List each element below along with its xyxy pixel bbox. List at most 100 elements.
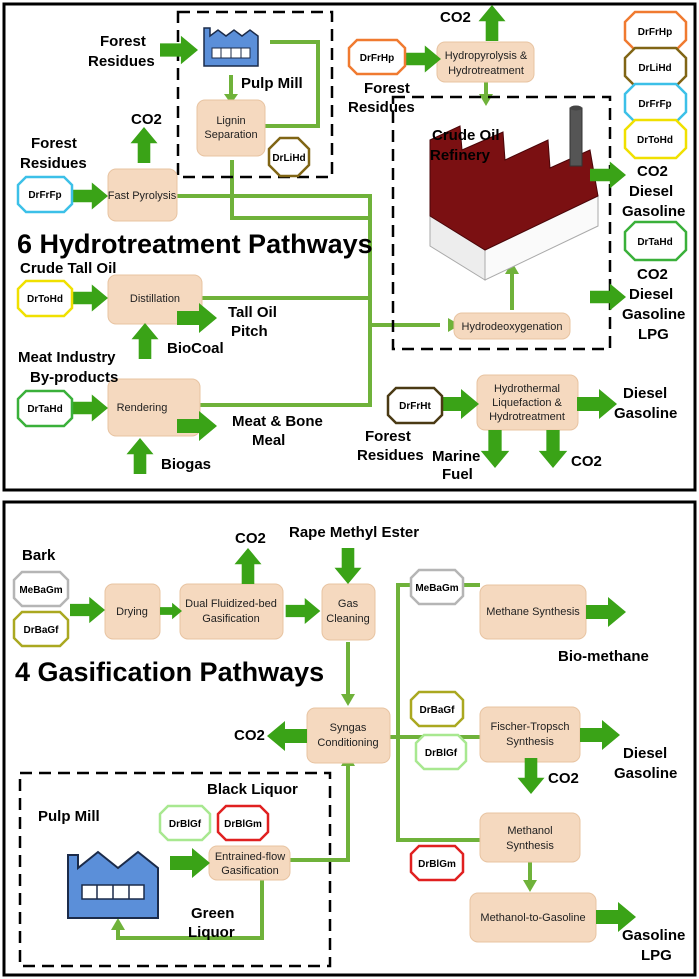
process-fischer-tropsch: Fischer-Tropsch Synthesis <box>479 706 581 763</box>
pulp-mill-dashed-box <box>176 10 334 179</box>
badge-drlihd: DrLiHd <box>267 136 311 178</box>
arrow-refinery-out-2 <box>590 283 626 311</box>
label-out2-diesel: Diesel <box>629 286 673 303</box>
label-out2-lpg: LPG <box>638 326 669 343</box>
arrow-dfb-to-cleaning <box>285 598 321 624</box>
hydro-title: 6 Hydrotreatment Pathways <box>17 229 373 259</box>
svg-text:DrToHd: DrToHd <box>27 294 63 305</box>
hydropyrolysis-line2: Hydrotreatment <box>448 65 524 77</box>
arrow-drtohd <box>72 284 108 312</box>
badge-drfrhp: DrFrHp <box>347 38 407 76</box>
arrow-htl-diesel <box>577 389 617 419</box>
label-pulp-mill-bottom: Pulp Mill <box>38 808 100 825</box>
label-gasoline: Gasoline <box>614 765 677 782</box>
arrow-drfrhp <box>405 45 441 73</box>
svg-text:DrFrFp: DrFrFp <box>638 99 671 110</box>
arrow-drtahd <box>72 394 108 422</box>
process-hydrodeoxygenation: Hydrodeoxygenation <box>453 312 571 340</box>
badge-mebagm-1: MeBaGm <box>12 570 70 608</box>
hydrotreatment-panel <box>2 2 697 492</box>
label-marine: Marine <box>432 448 480 465</box>
label-forest-residues-1: Forest <box>100 33 146 50</box>
label-pitch: Pitch <box>231 323 268 340</box>
svg-text:Synthesis: Synthesis <box>506 840 554 852</box>
process-lignin-separation: Lignin Separation <box>196 99 266 157</box>
arrow-syngas-co2 <box>267 721 307 751</box>
process-gas-cleaning: Gas Cleaning <box>321 583 376 641</box>
lignin-sep-line1: Lignin <box>216 115 245 127</box>
process-dfb-gasification: Dual Fluidized-bed Gasification <box>179 583 284 640</box>
arrowhead <box>111 918 125 930</box>
badge-drblgm-2: DrBlGm <box>409 844 465 882</box>
arrow-drfrfp <box>72 182 108 210</box>
pulp-mill-factory-icon-bottom <box>67 850 159 919</box>
svg-text:Dual Fluidized-bed: Dual Fluidized-bed <box>185 598 277 610</box>
label-forest-residues-4: Forest <box>365 428 411 445</box>
badge-drfrfp: DrFrFp <box>16 175 74 214</box>
label-lpg-mtg: LPG <box>641 947 672 964</box>
process-htl: Hydrothermal Liquefaction & Hydrotreatme… <box>476 374 579 431</box>
svg-text:Drying: Drying <box>116 606 148 618</box>
black-liquor-dashed-box <box>18 771 332 968</box>
arrowhead <box>224 94 238 104</box>
label-liquor: Liquor <box>188 924 235 941</box>
label-gasoline-mtg: Gasoline <box>622 927 685 944</box>
process-methanol-synthesis: Methanol Synthesis <box>479 812 581 863</box>
badge-drblgf-1: DrBlGf <box>158 804 212 842</box>
arrowhead <box>505 262 519 274</box>
badge-mebagm-2: MeBaGm <box>409 568 465 606</box>
arrow-biocoal <box>131 323 159 359</box>
badge-drtahd: DrTaHd <box>16 389 74 428</box>
label-tall-oil: Tall Oil <box>228 304 277 321</box>
arrow-drying-to-dfb <box>160 602 182 620</box>
gasification-panel <box>2 500 697 977</box>
svg-text:Gasification: Gasification <box>221 865 278 877</box>
svg-text:DrFrHt: DrFrHt <box>399 401 431 412</box>
arrow-htl-co2 <box>538 430 568 468</box>
refinery-dashed-box <box>391 95 612 351</box>
svg-text:DrBlGm: DrBlGm <box>418 859 456 870</box>
svg-text:Syngas: Syngas <box>330 722 367 734</box>
label-meat-industry: Meat Industry <box>18 349 116 366</box>
label-gasoline-htl: Gasoline <box>614 405 677 422</box>
svg-text:Methanol-to-Gasoline: Methanol-to-Gasoline <box>480 912 585 924</box>
svg-text:Fischer-Tropsch: Fischer-Tropsch <box>490 721 569 733</box>
svg-text:Entrained-flow: Entrained-flow <box>215 851 285 863</box>
arrow-marine <box>480 430 510 468</box>
badge-drbagf-2: DrBaGf <box>409 690 465 728</box>
arrow-bark-to-drying <box>70 596 105 624</box>
process-entrained-flow: Entrained-flow Gasification <box>208 845 291 881</box>
svg-text:Methane Synthesis: Methane Synthesis <box>486 606 580 618</box>
label-out2-co2: CO2 <box>637 266 668 283</box>
label-co2-syngas: CO2 <box>234 727 265 744</box>
svg-text:DrTaHd: DrTaHd <box>637 237 672 248</box>
arrow-ft-co2 <box>517 758 545 794</box>
hydropyrolysis-line1: Hydropyrolysis & <box>445 50 528 62</box>
label-out2-gasoline: Gasoline <box>622 306 685 323</box>
svg-text:MeBaGm: MeBaGm <box>19 585 62 596</box>
badge-drblgf-2: DrBlGf <box>414 733 468 771</box>
label-rme: Rape Methyl Ester <box>289 524 419 541</box>
svg-text:DrLiHd: DrLiHd <box>272 153 305 164</box>
legend-drfrhp: DrFrHp <box>623 10 688 52</box>
svg-text:DrFrFp: DrFrFp <box>28 190 61 201</box>
fast-pyrolysis-label: Fast Pyrolysis <box>108 190 177 202</box>
arrow-hp-co2 <box>478 5 506 41</box>
label-co2-dfb: CO2 <box>235 530 266 547</box>
label-meat-bone: Meat & Bone <box>232 413 323 430</box>
label-out1-diesel: Diesel <box>629 183 673 200</box>
svg-text:DrLiHd: DrLiHd <box>638 63 671 74</box>
process-syngas-conditioning: Syngas Conditioning <box>306 707 391 764</box>
svg-text:DrBlGf: DrBlGf <box>169 819 202 830</box>
lignin-sep-line2: Separation <box>204 129 257 141</box>
label-green: Green <box>191 905 234 922</box>
legend-drtahd: DrTaHd <box>623 220 688 262</box>
badge-drblgm-1: DrBlGm <box>216 804 270 842</box>
rendering-label: Rendering <box>117 402 168 414</box>
distillation-label: Distillation <box>130 293 180 305</box>
badge-drfrht: DrFrHt <box>386 386 444 425</box>
process-drying: Drying <box>104 583 161 640</box>
arrowhead <box>341 694 355 706</box>
arrow-biogas <box>126 438 154 474</box>
